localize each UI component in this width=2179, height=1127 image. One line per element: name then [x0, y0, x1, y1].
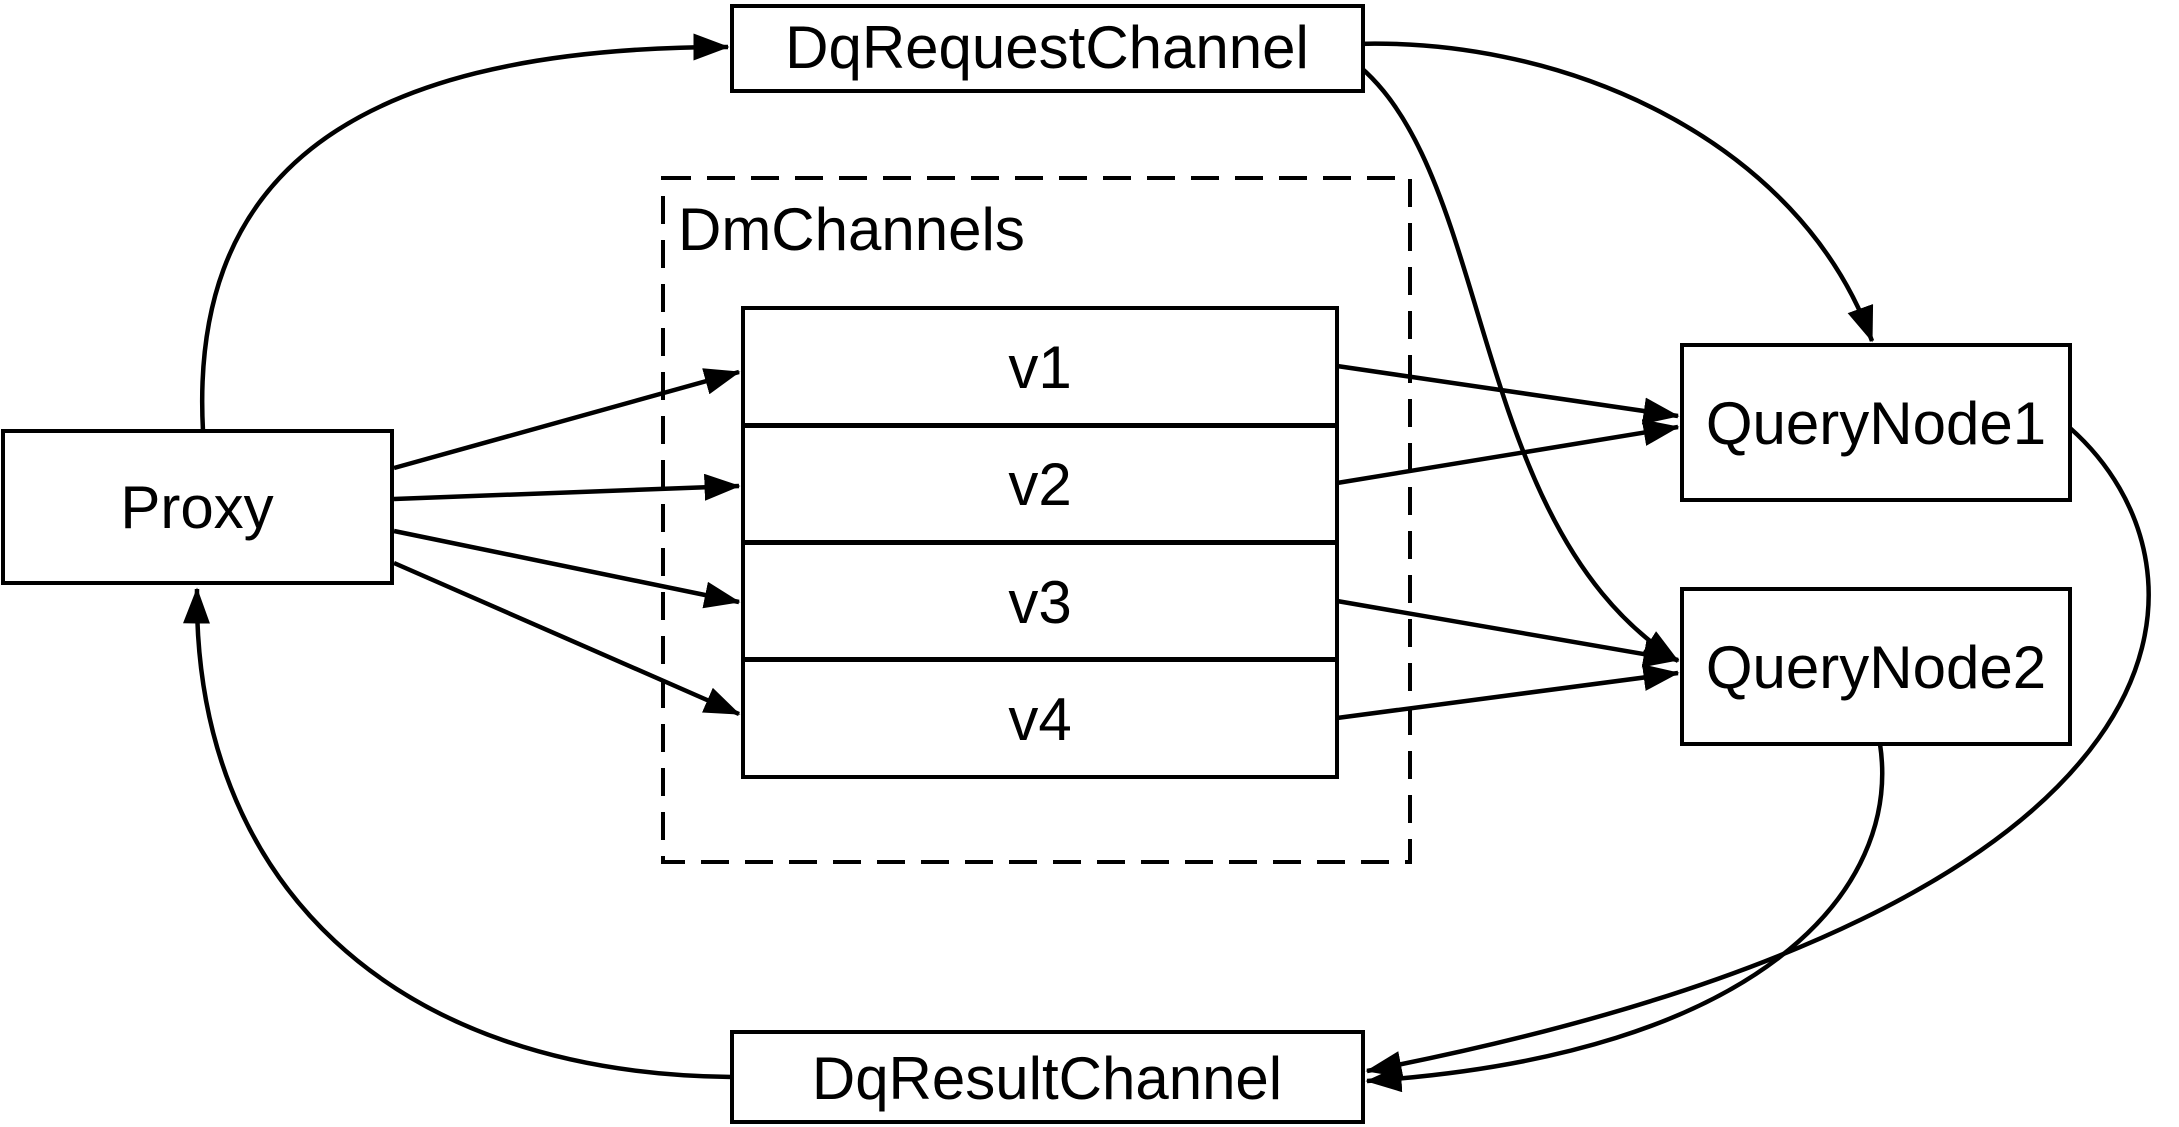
dq-result-channel-box	[730, 1030, 1365, 1124]
query-node1-box	[1680, 343, 2072, 502]
node-dq-request-channel: DqRequestChannel	[730, 4, 1365, 93]
edge-dqresultchannel-to-proxy	[183, 587, 733, 1080]
edge-proxy-to-v1	[393, 368, 741, 471]
channel-row-v3-label: v3	[1008, 569, 1071, 636]
query-node2-label: QueryNode2	[1706, 634, 2046, 701]
node-query-node2: QueryNode2	[1680, 587, 2072, 746]
channel-row-v4-label: v4	[1008, 686, 1071, 753]
edge-proxy-to-v3	[393, 528, 741, 609]
edge-proxy-to-v4	[393, 560, 741, 717]
diagram-edges	[183, 33, 2151, 1093]
query-node2-box	[1680, 587, 2072, 746]
proxy-label: Proxy	[120, 474, 273, 541]
edge-querynode1-to-dqresultchannel	[1365, 426, 2151, 1078]
edge-v1-to-querynode1	[1336, 363, 1680, 425]
channel-row-v1-label: v1	[1008, 334, 1071, 401]
edge-v2-to-querynode1	[1336, 419, 1680, 486]
edge-proxy-to-dqrequestchannel	[199, 33, 730, 432]
node-dq-result-channel: DqResultChannel	[730, 1030, 1365, 1124]
query-node1-label: QueryNode1	[1706, 390, 2046, 457]
dq-request-channel-label: DqRequestChannel	[785, 14, 1309, 81]
dq-result-channel-label: DqResultChannel	[812, 1045, 1282, 1112]
node-query-node1: QueryNode1	[1680, 343, 2072, 502]
edge-dqrequestchannel-to-querynode2	[1331, 46, 1680, 663]
edge-v4-to-querynode2	[1336, 664, 1680, 721]
dm-channels-table: v1 v2 v3 v4	[741, 306, 1339, 779]
proxy-box	[1, 429, 394, 585]
dm-channels-dashed-box	[661, 176, 1412, 864]
channel-row-v2-label: v2	[1008, 451, 1071, 518]
dm-channels-label: DmChannels	[678, 196, 1025, 263]
edge-querynode2-to-dqresultchannel	[1365, 743, 1885, 1093]
dq-request-channel-box	[730, 4, 1365, 93]
edge-proxy-to-v2	[393, 473, 741, 502]
group-dm-channels: DmChannels v1 v2 v3 v4	[661, 176, 1412, 864]
edge-v3-to-querynode2	[1336, 598, 1680, 668]
node-proxy: Proxy	[1, 429, 394, 585]
edge-dqrequestchannel-to-querynode1	[1332, 41, 1875, 343]
